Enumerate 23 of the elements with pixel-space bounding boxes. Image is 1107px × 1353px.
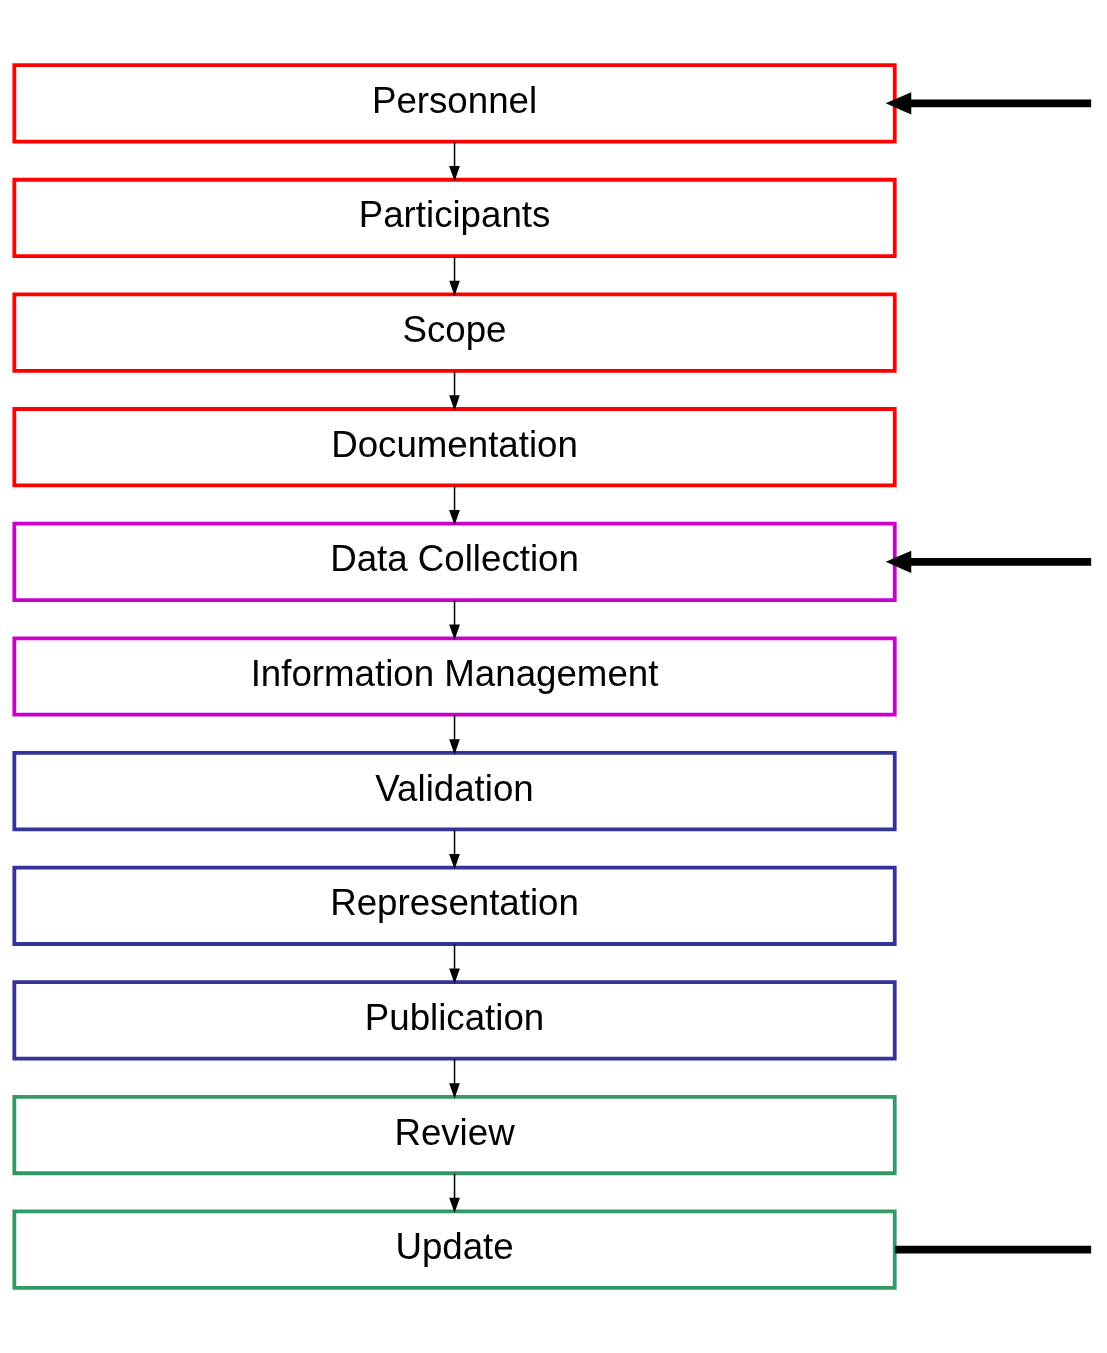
arrow xyxy=(449,829,460,870)
node-box: Data Collection xyxy=(12,521,897,602)
node-box: Update xyxy=(12,1209,897,1290)
arrow xyxy=(449,141,460,182)
arrow xyxy=(449,714,460,755)
node-box: Publication xyxy=(12,980,897,1061)
node-box: Validation xyxy=(12,751,897,832)
arrow xyxy=(449,599,460,640)
node-box: Documentation xyxy=(12,407,897,488)
arrow xyxy=(449,255,460,296)
arrow xyxy=(885,92,1092,115)
node-box: Representation xyxy=(12,865,897,946)
node-box: Participants xyxy=(12,177,897,259)
arrow xyxy=(449,1058,460,1099)
node-box: Personnel xyxy=(12,63,897,144)
arrow xyxy=(449,485,460,526)
arrow xyxy=(885,550,1092,574)
node-box: Information Management xyxy=(12,636,897,717)
node-box: Scope xyxy=(12,292,897,373)
arrow xyxy=(449,370,460,411)
node-box: Review xyxy=(12,1094,897,1176)
arrow xyxy=(449,1172,460,1214)
arrow xyxy=(449,943,460,984)
